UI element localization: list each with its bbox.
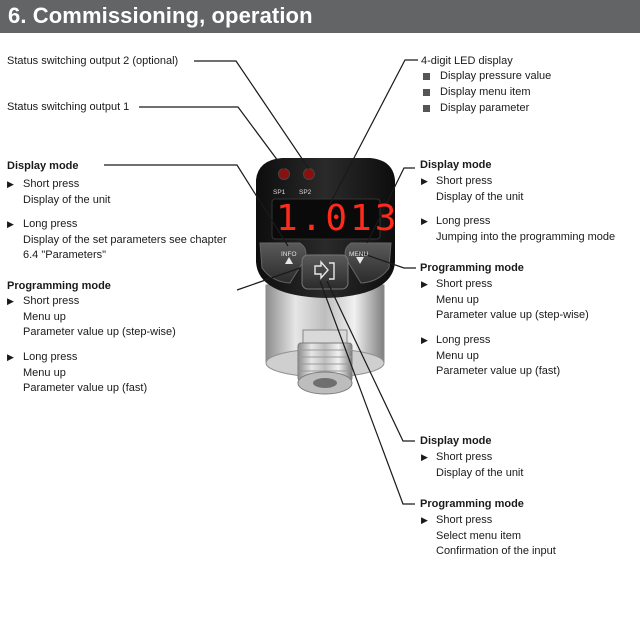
enter-icon [314,260,329,280]
left-display-long-desc-2: 6.4 "Parameters" [23,249,107,261]
page-title: 6. Commissioning, operation [8,3,313,28]
right-prog-2-short-press: Short press [436,514,493,526]
leader-lines [104,59,418,505]
left-prog-long-line2: Parameter value up (fast) [23,382,148,394]
right-display-mode-heading: Display mode [420,159,492,171]
menu-button [344,242,392,284]
arrow-right-icon: ▶ [421,452,428,462]
led-item-3: Display parameter [440,102,530,114]
led-item-2: Display menu item [440,86,531,98]
right-display-short-desc: Display of the unit [436,191,524,203]
sensor-housing [265,284,385,395]
right-display-long-press: Long press [436,215,491,227]
menu-label: MENU [349,251,369,258]
triangle-up-icon [285,257,293,264]
right-prog-2-line2: Confirmation of the input [436,545,556,557]
arrow-right-icon: ▶ [421,279,428,289]
arrow-right-icon: ▶ [7,179,14,189]
left-display-long-press: Long press [23,218,78,230]
left-prog-long-press: Long press [23,351,78,363]
right-programming-mode-heading: Programming mode [420,262,524,274]
arrow-right-icon: ▶ [421,335,428,345]
square-bullet-icon [423,89,430,96]
info-label: INFO [281,251,297,258]
right-prog-short-line1: Menu up [436,294,479,306]
left-prog-short-line1: Menu up [23,311,66,323]
right-display-2-short-press: Short press [436,451,493,463]
enter-button [301,254,349,290]
status-output-1-label: Status switching output 1 [7,101,130,113]
left-prog-short-line2: Parameter value up (step-wise) [23,326,176,338]
status-output-2-label: Status switching output 2 (optional) [7,55,179,67]
right-prog-short-line2: Parameter value up (step-wise) [436,309,589,321]
right-programming-mode-2-heading: Programming mode [420,498,524,510]
sp1-led-icon [278,168,290,180]
triangle-down-icon [356,257,364,264]
right-display-short-press: Short press [436,175,493,187]
right-prog-long-line2: Parameter value up (fast) [436,365,561,377]
arrow-right-icon: ▶ [421,515,428,525]
left-prog-long-line1: Menu up [23,367,66,379]
arrow-right-icon: ▶ [7,219,14,229]
right-display-long-desc: Jumping into the programming mode [436,231,616,243]
left-display-short-desc: Display of the unit [23,194,111,206]
right-prog-2-line1: Select menu item [436,530,521,542]
left-display-long-desc-1: Display of the set parameters see chapte… [23,234,227,246]
led-display: 1.013 [276,198,400,239]
right-display-mode-2-heading: Display mode [420,435,492,447]
right-prog-short-press: Short press [436,278,493,290]
led-item-1: Display pressure value [440,70,552,82]
header-bar: 6. Commissioning, operation [0,0,640,33]
sp2-label: SP2 [299,189,312,196]
right-prog-long-line1: Menu up [436,350,479,362]
sp1-label: SP1 [273,189,286,196]
info-button [259,242,307,284]
arrow-right-icon: ▶ [7,296,14,306]
left-prog-short-press: Short press [23,295,80,307]
right-display-2-short-desc: Display of the unit [436,467,524,479]
arrow-right-icon: ▶ [421,216,428,226]
led-display-heading: 4-digit LED display [421,55,513,67]
left-programming-mode-heading: Programming mode [7,280,111,292]
device-head [256,158,395,298]
arrow-right-icon: ▶ [421,176,428,186]
square-bullet-icon [423,73,430,80]
left-display-short-press: Short press [23,178,80,190]
left-display-mode-heading: Display mode [7,160,79,172]
right-prog-long-press: Long press [436,334,491,346]
sp2-led-icon [303,168,315,180]
arrow-right-icon: ▶ [7,352,14,362]
square-bullet-icon [423,105,430,112]
